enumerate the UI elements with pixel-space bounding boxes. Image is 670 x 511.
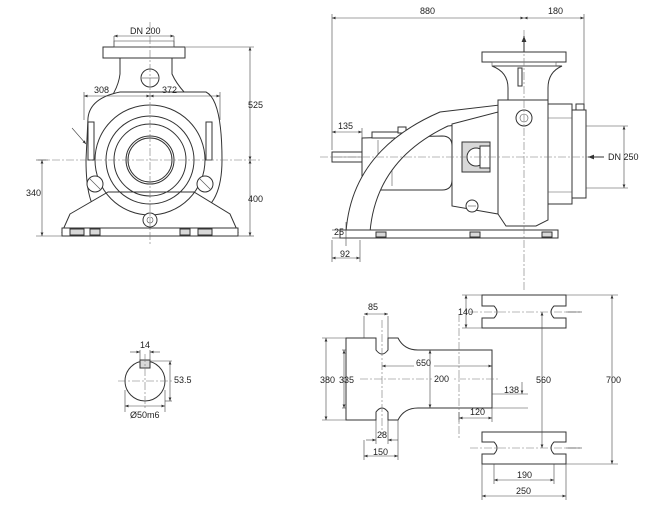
foundation-plan-left — [345, 314, 500, 440]
dim-200: 200 — [434, 374, 449, 384]
dim-560: 560 — [536, 375, 551, 385]
front-view-pump — [38, 22, 262, 246]
dim-180: 180 — [548, 6, 563, 16]
dim-28: 28 — [377, 430, 387, 440]
dim-880: 880 — [420, 6, 435, 16]
dim-340: 340 — [26, 188, 41, 198]
dim-372: 372 — [162, 85, 177, 95]
dim-308: 308 — [94, 85, 109, 95]
front-view-dimensions: DN 200 308 372 525 400 340 — [26, 26, 263, 237]
side-view-pump — [320, 30, 604, 290]
dim-190: 190 — [517, 470, 532, 480]
dim-53-5: 53.5 — [174, 375, 192, 385]
dim-14: 14 — [140, 340, 150, 350]
dim-525: 525 — [248, 100, 263, 110]
dim-150: 150 — [373, 447, 388, 457]
dim-120: 120 — [470, 407, 485, 417]
dim-138: 138 — [504, 385, 519, 395]
dn-suction-label: DN 250 — [608, 152, 639, 162]
dim-335: 335 — [339, 375, 354, 385]
dim-85: 85 — [368, 302, 378, 312]
dim-140: 140 — [458, 307, 473, 317]
shaft-section: 14 53.5 Ø50m6 — [118, 340, 192, 420]
side-view-dimensions: 880 180 135 DN 250 25 92 — [331, 6, 639, 262]
dn-discharge-label: DN 200 — [130, 26, 161, 36]
dim-shaft-diameter: Ø50m6 — [130, 410, 160, 420]
dim-650: 650 — [416, 358, 431, 368]
dim-92: 92 — [340, 249, 350, 259]
dim-380: 380 — [320, 375, 335, 385]
foundation-plan-right — [470, 294, 580, 465]
foundation-right-dimensions: 140 560 700 190 250 — [458, 294, 621, 500]
dim-135: 135 — [338, 121, 353, 131]
dim-250: 250 — [516, 486, 531, 496]
dim-400: 400 — [248, 194, 263, 204]
dim-700: 700 — [606, 375, 621, 385]
foundation-left-dimensions: 85 650 380 335 200 138 120 28 — [320, 302, 528, 460]
dim-25: 25 — [334, 227, 344, 237]
